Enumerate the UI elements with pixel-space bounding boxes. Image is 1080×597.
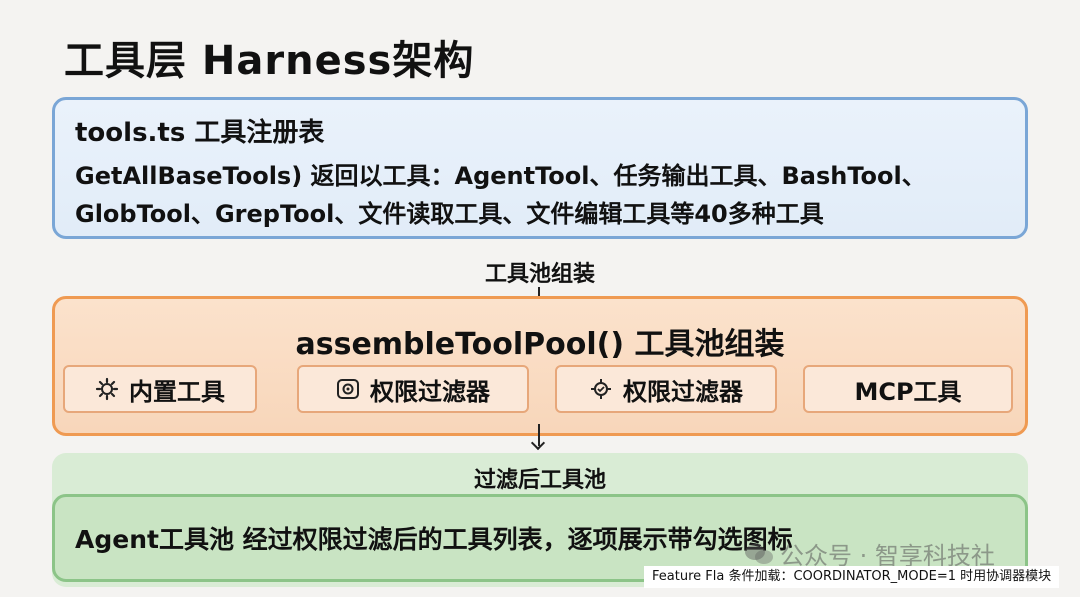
- permission-filter-label-2: 权限过滤器: [623, 377, 743, 406]
- step-filtered-label: 过滤后工具池: [473, 468, 606, 493]
- registry-heading: tools.ts 工具注册表: [75, 118, 325, 148]
- registry-line-2: GlobTool、GrepTool、文件读取工具、文件编辑工具等40多种工具: [75, 200, 824, 228]
- builtin-tools-label: 内置工具: [129, 377, 225, 406]
- builtin-tools-item: 内置工具: [63, 365, 257, 413]
- wechat-icon: [745, 543, 773, 564]
- permission-filter-item: 权限过滤器: [297, 365, 529, 413]
- gear-icon: [95, 377, 119, 401]
- tool-registry-box: tools.ts 工具注册表 GetAllBaseTools) 返回以工具：Ag…: [52, 97, 1028, 239]
- permission-filter-label: 权限过滤器: [370, 377, 490, 406]
- assemble-pool-box: assembleToolPool() 工具池组装 内置工具 权限过滤器 权限过滤…: [52, 296, 1028, 436]
- watermark: 公众号 · 智享科技社: [744, 536, 995, 571]
- watermark-text: 公众号 · 智享科技社: [780, 542, 995, 570]
- assemble-heading: assembleToolPool() 工具池组装: [295, 327, 785, 362]
- mcp-tools-item: MCP工具: [803, 365, 1013, 413]
- agent-pool-text: Agent工具池 经过权限过滤后的工具列表，逐项展示带勾选图标: [75, 525, 793, 554]
- mcp-tools-label: MCP工具: [854, 377, 962, 406]
- filter-icon: [337, 379, 359, 399]
- step-assemble-label: 工具池组装: [484, 262, 595, 287]
- gear-icon: [591, 379, 611, 399]
- agent-tool-pool-box: Agent工具池 经过权限过滤后的工具列表，逐项展示带勾选图标: [52, 494, 1028, 582]
- permission-filter-item-2: 权限过滤器: [555, 365, 777, 413]
- arrow-down-icon: [538, 424, 540, 446]
- footer-note: Feature Fla 条件加载：COORDINATOR_MODE=1 时用协调…: [644, 566, 1060, 588]
- page-title: 工具层 Harness架构: [64, 38, 475, 84]
- registry-line-1: GetAllBaseTools) 返回以工具：AgentTool、任务输出工具、…: [75, 162, 926, 190]
